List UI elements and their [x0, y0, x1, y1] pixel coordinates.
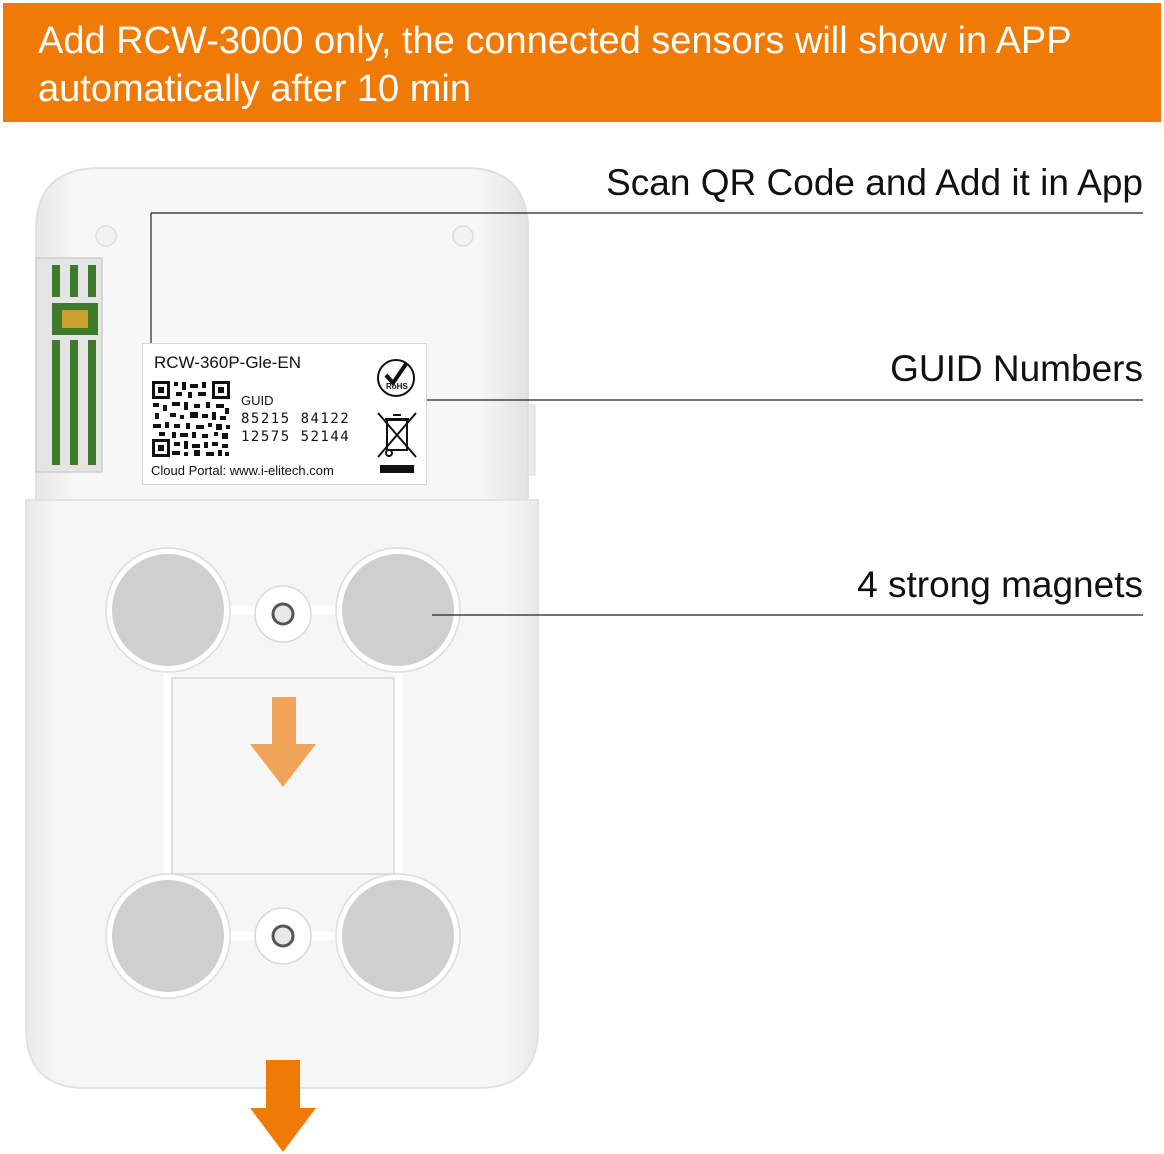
screw-bump-left: [95, 225, 117, 247]
banner-line-1: Add RCW-3000 only, the connected sensors…: [38, 20, 1072, 62]
rohs-check-icon: [377, 359, 415, 397]
screw-hole-bottom: [254, 907, 312, 965]
guid-number-line-1: 85215 84122: [241, 411, 351, 427]
magnet-bottom-right: [335, 873, 461, 999]
qr-code-icon: [151, 380, 231, 458]
callout-guid-numbers: GUID Numbers: [890, 348, 1143, 389]
magnet-top-left: [105, 547, 231, 673]
callout-magnets: 4 strong magnets: [857, 564, 1143, 605]
arrow-down-icon: [250, 697, 316, 787]
arrow-down-icon: [250, 1060, 316, 1152]
screw-hole-top: [254, 585, 312, 643]
banner-line-2: automatically after 10 min: [38, 68, 471, 110]
product-label: RCW-360P-Gle-EN GUID 85215 84122 12575 5…: [142, 343, 427, 485]
top-banner: Add RCW-3000 only, the connected sensors…: [3, 3, 1161, 122]
callout-scan-qr: Scan QR Code and Add it in App: [606, 162, 1143, 203]
rohs-text: RoHS: [386, 382, 408, 391]
magnet-bottom-left: [105, 873, 231, 999]
magnet-frame-edge: [171, 677, 395, 875]
crossed-bin-icon: [377, 412, 417, 473]
cloud-portal-text: Cloud Portal: www.i-elitech.com: [151, 463, 334, 478]
magnet-top-right: [335, 547, 461, 673]
guid-number-line-2: 12575 52144: [241, 429, 351, 445]
side-tab: [527, 404, 536, 476]
circuit-window: [35, 257, 103, 473]
label-model: RCW-360P-Gle-EN: [154, 353, 302, 372]
screw-bump-right: [452, 225, 474, 247]
guid-title: GUID: [241, 393, 274, 408]
